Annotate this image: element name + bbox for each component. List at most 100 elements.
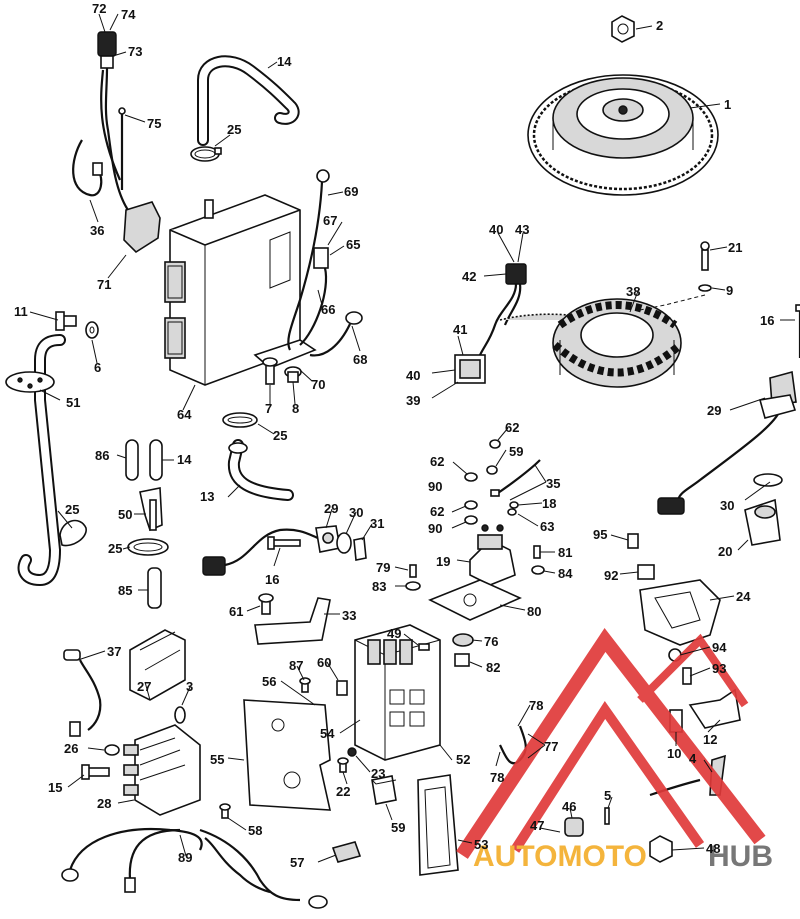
part-clamp-25-low — [127, 538, 169, 556]
callout-42: 42 — [462, 269, 476, 284]
callout-21: 21 — [728, 240, 742, 255]
callout-4: 4 — [689, 751, 697, 766]
part-hose-14-top — [197, 55, 300, 146]
part-nut-2 — [611, 15, 635, 43]
watermark-text-primary: AUTOMOTO — [473, 840, 647, 873]
part-flywheel — [527, 74, 719, 196]
callout-85: 85 — [118, 583, 132, 598]
part-screw-58 — [219, 803, 231, 819]
callout-25: 25 — [65, 502, 79, 517]
part-tee-fitting-50 — [139, 487, 163, 532]
part-clamp-25-mid — [222, 412, 258, 428]
callout-83: 83 — [372, 579, 386, 594]
callout-2: 2 — [656, 18, 663, 33]
part-battery-cables-89 — [61, 828, 328, 909]
callout-94: 94 — [712, 640, 727, 655]
part-nut-23 — [347, 747, 357, 757]
callout-57: 57 — [290, 855, 304, 870]
part-screw-95 — [627, 533, 639, 549]
callout-68: 68 — [353, 352, 367, 367]
callout-37: 37 — [107, 644, 121, 659]
callout-38: 38 — [626, 284, 640, 299]
callout-84: 84 — [558, 566, 573, 581]
callout-24: 24 — [736, 589, 751, 604]
part-clamp-25-left — [59, 519, 87, 547]
callout-33: 33 — [342, 608, 356, 623]
callout-92: 92 — [604, 568, 618, 583]
callout-3: 3 — [186, 679, 193, 694]
callout-76: 76 — [484, 634, 498, 649]
watermark-text-secondary: HUB — [708, 840, 773, 873]
callout-29: 29 — [324, 501, 338, 516]
part-screw-22 — [337, 757, 349, 773]
callout-86: 86 — [95, 448, 109, 463]
callout-30: 30 — [720, 498, 734, 513]
part-spring-92 — [637, 564, 655, 580]
callout-74: 74 — [121, 7, 136, 22]
callout-77: 77 — [544, 739, 558, 754]
callout-16: 16 — [760, 313, 774, 328]
part-harness-plug — [72, 31, 161, 254]
callout-9: 9 — [726, 283, 733, 298]
callout-8: 8 — [292, 401, 299, 416]
callout-72: 72 — [92, 1, 106, 16]
callout-22: 22 — [336, 784, 350, 799]
callout-36: 36 — [90, 223, 104, 238]
callout-23: 23 — [371, 766, 385, 781]
callout-12: 12 — [703, 732, 717, 747]
callout-28: 28 — [97, 796, 111, 811]
callout-25: 25 — [227, 122, 241, 137]
callout-25: 25 — [108, 541, 122, 556]
callout-87: 87 — [289, 658, 303, 673]
part-plate-80 — [428, 579, 522, 621]
part-gasket-30-mid — [336, 532, 352, 554]
part-hose-85 — [147, 567, 162, 609]
part-bracket-33 — [254, 597, 331, 645]
callout-70: 70 — [311, 377, 325, 392]
part-screw-81 — [533, 545, 541, 559]
part-nut-48 — [649, 835, 673, 863]
callout-40: 40 — [406, 368, 420, 383]
callout-39: 39 — [406, 393, 420, 408]
callout-69: 69 — [344, 184, 358, 199]
callout-30: 30 — [349, 505, 363, 520]
callout-56: 56 — [262, 674, 276, 689]
part-sensor-29-mid — [202, 525, 341, 576]
part-sleeve-82 — [454, 653, 470, 667]
callout-63: 63 — [540, 519, 554, 534]
callout-18: 18 — [542, 496, 556, 511]
callout-66: 66 — [321, 302, 335, 317]
part-power-pack-module — [164, 194, 317, 386]
part-screw-93 — [682, 667, 692, 685]
part-bracket-12 — [688, 688, 741, 729]
part-spark-cap-37 — [63, 649, 102, 737]
callout-5: 5 — [604, 788, 611, 803]
part-ground-lead-68 — [309, 311, 363, 357]
callout-79: 79 — [376, 560, 390, 575]
part-fuse-60 — [336, 680, 348, 696]
callout-73: 73 — [128, 44, 142, 59]
callout-90: 90 — [428, 521, 442, 536]
callout-15: 15 — [48, 780, 62, 795]
callout-53: 53 — [474, 837, 488, 852]
callout-35: 35 — [546, 476, 560, 491]
part-lead-69 — [287, 169, 330, 351]
callout-19: 19 — [436, 554, 450, 569]
callout-58: 58 — [248, 823, 262, 838]
part-washer-26 — [104, 744, 120, 756]
callout-61: 61 — [229, 604, 243, 619]
callout-6: 6 — [94, 360, 101, 375]
part-washer-30-right — [753, 473, 783, 487]
part-nuts-stack — [464, 439, 541, 525]
part-hose-51 — [5, 334, 66, 587]
callout-46: 46 — [562, 799, 576, 814]
callout-93: 93 — [712, 661, 726, 676]
callout-89: 89 — [178, 850, 192, 865]
callout-60: 60 — [317, 655, 331, 670]
part-spacer-8 — [284, 366, 302, 383]
callout-13: 13 — [200, 489, 214, 504]
callout-81: 81 — [558, 545, 572, 560]
part-rectifier-27 — [129, 629, 186, 701]
